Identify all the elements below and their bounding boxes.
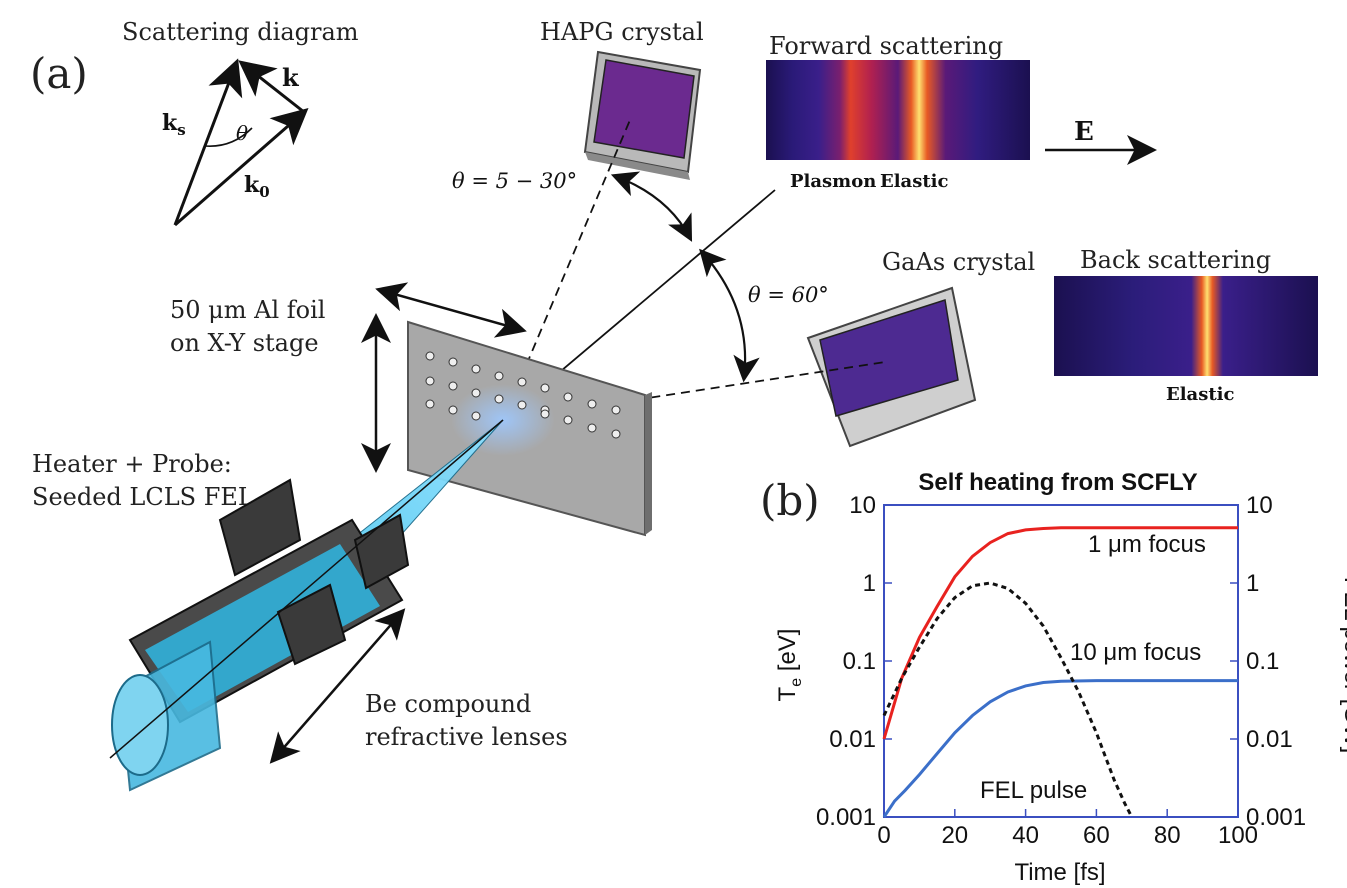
y-tick-label-left: 10 (849, 492, 876, 519)
foil-label: 50 μm Al foil on X-Y stage (170, 296, 325, 357)
y-tick-label-left: 0.01 (829, 726, 876, 753)
x-tick-label: 40 (1012, 822, 1039, 849)
hapg-crystal (583, 50, 702, 180)
series-line-10um-focus (882, 679, 1238, 818)
y-tick-label-right: 0.001 (1246, 804, 1306, 831)
forward-scattering-title: Forward scattering (769, 32, 1003, 60)
source-line1: Heater + Probe: (32, 450, 232, 478)
y-tick-label-left: 1 (863, 570, 876, 597)
right-axis-label: FEL power [GW] (1339, 577, 1347, 753)
x-tick-label: 0 (877, 822, 890, 849)
y-tick-label-left: 0.001 (816, 804, 876, 831)
y-tick-label-right: 0.01 (1246, 726, 1293, 753)
chart-title: Self heating from SCFLY (918, 469, 1197, 496)
forward-elastic-label: Elastic (880, 171, 949, 192)
source-line2: Seeded LCLS FEL (32, 483, 254, 511)
foil-line1: 50 μm Al foil (170, 296, 325, 324)
back-scattering-image (1054, 276, 1318, 376)
foil-horizontal-arrow (375, 282, 527, 338)
lens-line2: refractive lenses (365, 723, 568, 751)
legend-fel-pulse: FEL pulse (980, 777, 1087, 804)
al-foil (407, 320, 652, 537)
plasmon-label: Plasmon (790, 171, 876, 192)
back-scattering-title: Back scattering (1080, 246, 1271, 274)
ks-label: ks (162, 110, 186, 139)
x-tick-label: 80 (1154, 822, 1181, 849)
panel-b-label: (b) (760, 476, 820, 525)
back-elastic-label: Elastic (1166, 384, 1235, 405)
y-tick-label-right: 10 (1246, 492, 1273, 519)
y-tick-label-left: 0.1 (843, 648, 876, 675)
series-line-1um-focus (882, 526, 1238, 740)
theta-label: θ (236, 121, 248, 145)
lens-label: Be compound refractive lenses (365, 690, 568, 751)
angle-arcs (610, 171, 760, 383)
energy-label: E (1074, 117, 1094, 147)
x-tick-label: 60 (1083, 822, 1110, 849)
forward-scattering-image (766, 60, 1030, 160)
x-tick-label: 20 (941, 822, 968, 849)
k-label: k (282, 63, 300, 92)
gaas-crystal-label: GaAs crystal (882, 248, 1035, 276)
hapg-crystal-label: HAPG crystal (540, 18, 704, 46)
left-axis-label: Te [eV] (774, 629, 805, 702)
panel-a-label: (a) (30, 49, 88, 98)
gaas-crystal (806, 286, 977, 448)
be-lens-assembly (109, 419, 504, 792)
angle-forward-label: θ = 5 − 30° (452, 169, 577, 193)
plot-frame (883, 504, 1239, 818)
x-axis-label: Time [fs] (1014, 859, 1105, 886)
angle-back-label: θ = 60° (748, 283, 829, 307)
series-line-fel-pulse (882, 581, 1134, 818)
k0-label: k0 (244, 172, 270, 201)
source-label: Heater + Probe: Seeded LCLS FEL (32, 450, 254, 511)
legend-10um: 10 μm focus (1070, 639, 1201, 666)
y-tick-label-right: 0.1 (1246, 648, 1279, 675)
lens-arrow (269, 608, 406, 764)
x-tick-label: 100 (1218, 822, 1258, 849)
series-layer (882, 526, 1238, 818)
lens-line1: Be compound (365, 690, 531, 718)
scattering-diagram-title: Scattering diagram (122, 18, 359, 46)
legend-1um: 1 μm focus (1088, 531, 1206, 558)
y-tick-label-right: 1 (1246, 570, 1259, 597)
foil-line2: on X-Y stage (170, 329, 319, 357)
scattering-triangle (173, 58, 309, 227)
